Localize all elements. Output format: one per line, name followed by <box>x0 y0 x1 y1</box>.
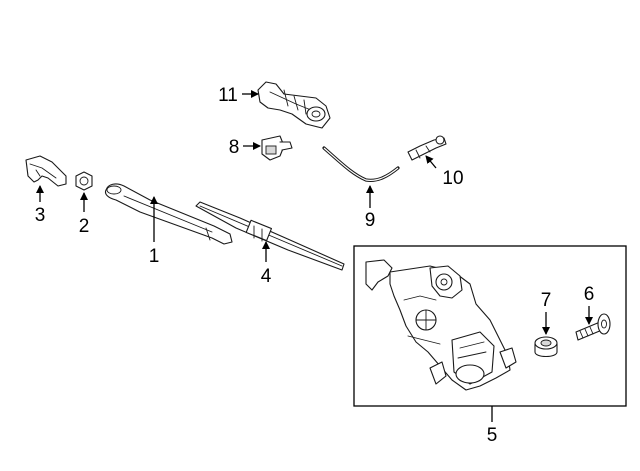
assembly-box <box>353 245 627 407</box>
callout-4: 4 <box>261 266 272 287</box>
callout-3: 3 <box>35 205 46 226</box>
nozzle-hose-part <box>257 81 331 129</box>
callout-7: 7 <box>541 290 552 311</box>
wiper-arm-part <box>104 183 233 245</box>
callout-8: 8 <box>229 137 240 158</box>
hose-joint-part <box>407 135 447 161</box>
callout-11: 11 <box>218 85 238 106</box>
nut-part <box>75 171 93 191</box>
leader-lines <box>36 90 593 422</box>
wiper-blade-part <box>195 201 345 271</box>
wiper-motor-part <box>365 259 517 391</box>
washer-hose-part <box>322 146 400 182</box>
leader-10 <box>425 155 437 169</box>
callout-labels: 1 2 3 4 5 6 7 8 9 10 11 <box>35 85 595 446</box>
callout-5: 5 <box>487 425 498 446</box>
callout-2: 2 <box>79 216 90 237</box>
callout-9: 9 <box>365 210 376 231</box>
bolt-part <box>575 313 611 341</box>
cap-cover-part <box>25 155 67 187</box>
callout-6: 6 <box>584 284 595 305</box>
callout-10: 10 <box>442 168 463 189</box>
connector-part <box>261 135 293 161</box>
callout-1: 1 <box>149 246 160 267</box>
grommet-part <box>534 336 558 358</box>
